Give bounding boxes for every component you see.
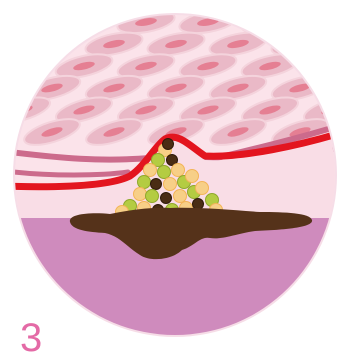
cluster-cell	[163, 139, 174, 150]
cluster-cell	[172, 164, 185, 177]
tissue-cell	[332, 28, 350, 59]
tissue-cell	[302, 7, 350, 37]
cluster-cell	[186, 170, 199, 183]
cluster-cell	[161, 193, 172, 204]
cluster-cell	[164, 178, 177, 191]
tissue-cell	[0, 28, 20, 59]
cell-nucleus	[0, 125, 2, 138]
tissue-illustration	[0, 0, 350, 347]
step-number: 3	[20, 318, 42, 358]
cell-nucleus	[73, 17, 96, 28]
cluster-cell	[146, 190, 159, 203]
tissue-section	[0, 0, 350, 347]
cell-nucleus	[320, 60, 343, 72]
tissue-cell	[331, 71, 350, 105]
tissue-cell	[0, 71, 21, 105]
cluster-cell	[196, 182, 209, 195]
cluster-cell	[151, 179, 162, 190]
cluster-cell	[134, 188, 147, 201]
tissue-cell	[0, 7, 52, 37]
cell-nucleus	[11, 17, 34, 28]
cell-nucleus	[289, 38, 312, 49]
cell-nucleus	[41, 38, 64, 49]
cell-nucleus	[0, 82, 2, 94]
cell-nucleus	[0, 38, 1, 49]
cluster-cell	[138, 176, 151, 189]
cell-nucleus	[321, 17, 344, 28]
cell-nucleus	[259, 17, 282, 28]
cluster-cell	[158, 166, 171, 179]
tissue-cell	[0, 50, 53, 83]
cluster-cell	[174, 190, 187, 203]
tissue-cell	[301, 50, 350, 83]
cluster-cell	[193, 199, 204, 210]
cluster-cell	[144, 164, 157, 177]
cell-nucleus	[10, 60, 33, 72]
